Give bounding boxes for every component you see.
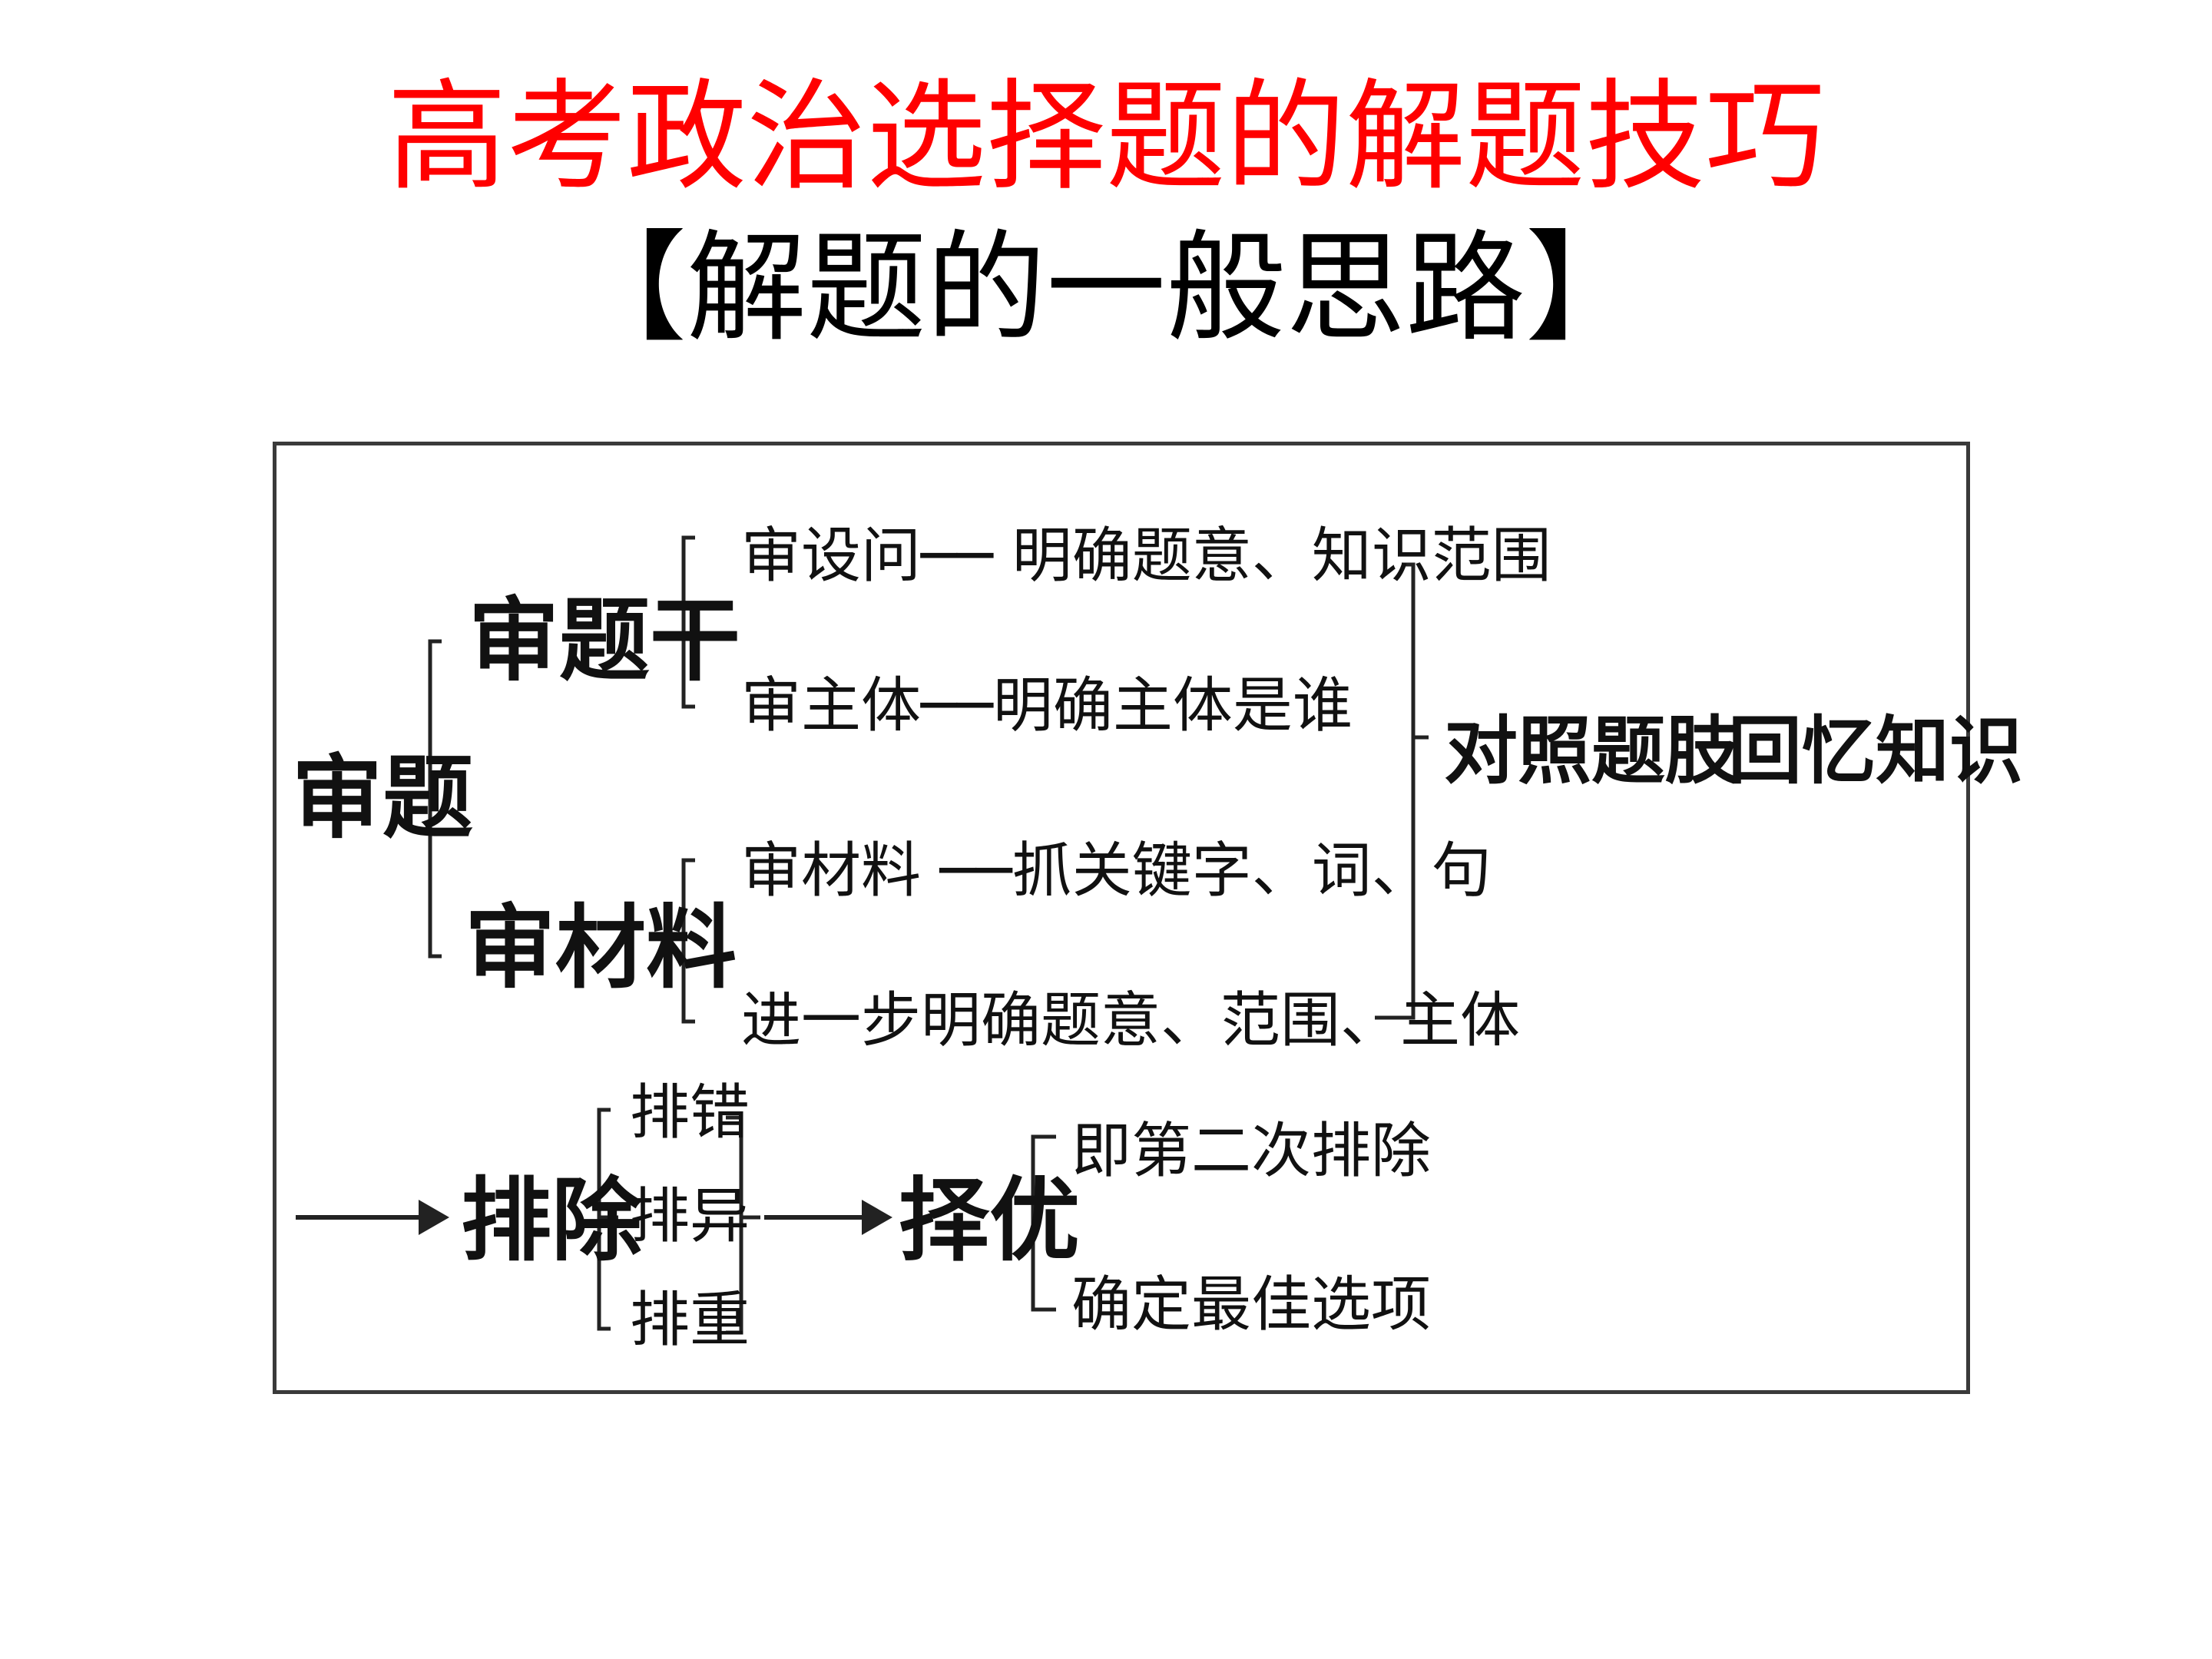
node-select-best: 择优: [899, 1167, 1081, 1273]
node-material-item-1: 审材料 ──抓关键字、词、句: [741, 836, 1492, 906]
exclude-right-bracket: [726, 1115, 743, 1335]
node-exclude-item-2: 排异: [630, 1182, 750, 1251]
material-bracket: [681, 858, 695, 1024]
root-bracket: [428, 639, 442, 959]
node-stem-item-1: 审设问── 明确题意、知识范围: [741, 522, 1551, 591]
stem-bracket: [681, 535, 695, 709]
arrow-to-select-head: [862, 1200, 892, 1235]
main-title: 高考政治选择题的解题技巧: [387, 67, 1825, 207]
node-review-material: 审材料: [465, 895, 737, 1001]
merge-bracket: [1375, 562, 1416, 1020]
node-material-item-2: 进一步明确题意、范围、主体: [741, 986, 1521, 1055]
node-exclude-item-3: 排重: [630, 1286, 750, 1355]
node-exclude: 排除: [461, 1167, 643, 1273]
arrow-to-exclude-head: [419, 1200, 449, 1235]
node-exclude-item-1: 排错: [630, 1078, 750, 1147]
node-stem-item-2: 审主体──明确主体是谁: [741, 671, 1353, 740]
sub-title: 【解题的一般思路】: [567, 218, 1645, 358]
node-review-question: 审题: [292, 745, 474, 851]
node-review-stem: 审题干: [469, 588, 741, 694]
select-bracket: [1031, 1134, 1056, 1312]
diagram-frame: [273, 442, 1970, 1394]
node-select-item-2: 确定最佳选项: [1071, 1270, 1432, 1339]
node-compare-options: 对照题肢: [1444, 708, 1739, 794]
node-recall-knowledge: 回忆知识: [1728, 708, 2023, 794]
node-select-item-1: 即第二次排除: [1071, 1117, 1432, 1186]
